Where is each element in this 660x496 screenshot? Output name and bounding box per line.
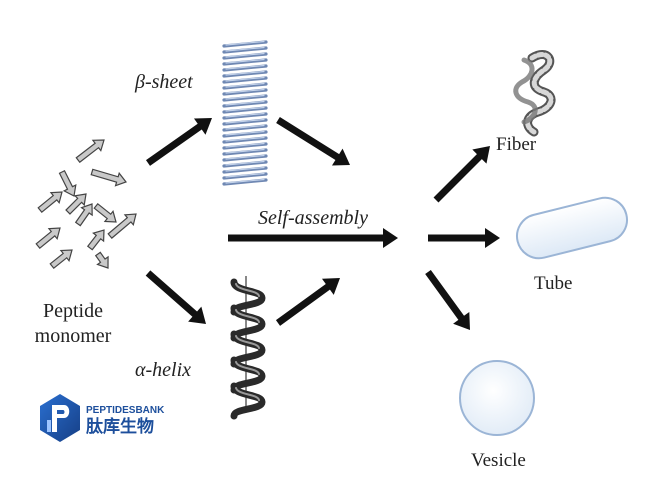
flow-arrow	[425, 269, 470, 330]
peptidesbank-logo: PEPTIDESBANK 肽库生物	[40, 394, 165, 442]
flow-arrow	[433, 146, 490, 203]
logo-name-en: PEPTIDESBANK	[86, 405, 165, 416]
fiber-icon	[513, 50, 556, 137]
alpha-helix-label: α-helix	[135, 359, 191, 381]
monomer-arrow-icon	[94, 251, 109, 269]
monomer-arrow-icon	[65, 193, 87, 215]
vesicle-icon	[459, 360, 535, 436]
flow-arrow	[145, 118, 212, 166]
monomer-arrow-icon	[35, 227, 61, 250]
flow-arrow	[276, 117, 350, 166]
fiber-label: Fiber	[496, 134, 537, 155]
peptide-monomer-label-line2: monomer	[35, 325, 112, 347]
peptide-monomer-cluster	[35, 139, 137, 270]
monomer-arrow-icon	[107, 213, 137, 239]
flow-arrows	[145, 117, 500, 330]
monomer-arrow-icon	[74, 203, 93, 227]
flow-arrow	[428, 228, 500, 248]
monomer-arrow-icon	[37, 191, 63, 214]
alpha-helix-icon	[230, 276, 266, 420]
tube-label: Tube	[534, 273, 572, 294]
beta-sheet-icon	[222, 40, 268, 186]
beta-sheet-label: β-sheet	[134, 71, 193, 93]
flow-arrow	[145, 270, 206, 324]
tube-icon	[516, 196, 628, 260]
monomer-arrow-icon	[58, 169, 77, 197]
monomer-arrow-icon	[90, 168, 127, 187]
monomer-arrow-icon	[49, 249, 73, 270]
flow-arrow	[275, 278, 340, 326]
self-assembly-label: Self-assembly	[258, 207, 368, 229]
peptide-monomer-label-line1: Peptide	[43, 300, 103, 322]
monomer-arrow-icon	[86, 229, 105, 251]
monomer-arrow-icon	[93, 202, 117, 223]
monomer-arrow-icon	[75, 139, 105, 164]
flow-arrow	[228, 228, 398, 248]
logo-name-cn: 肽库生物	[86, 416, 154, 437]
vesicle-label: Vesicle	[471, 450, 526, 471]
